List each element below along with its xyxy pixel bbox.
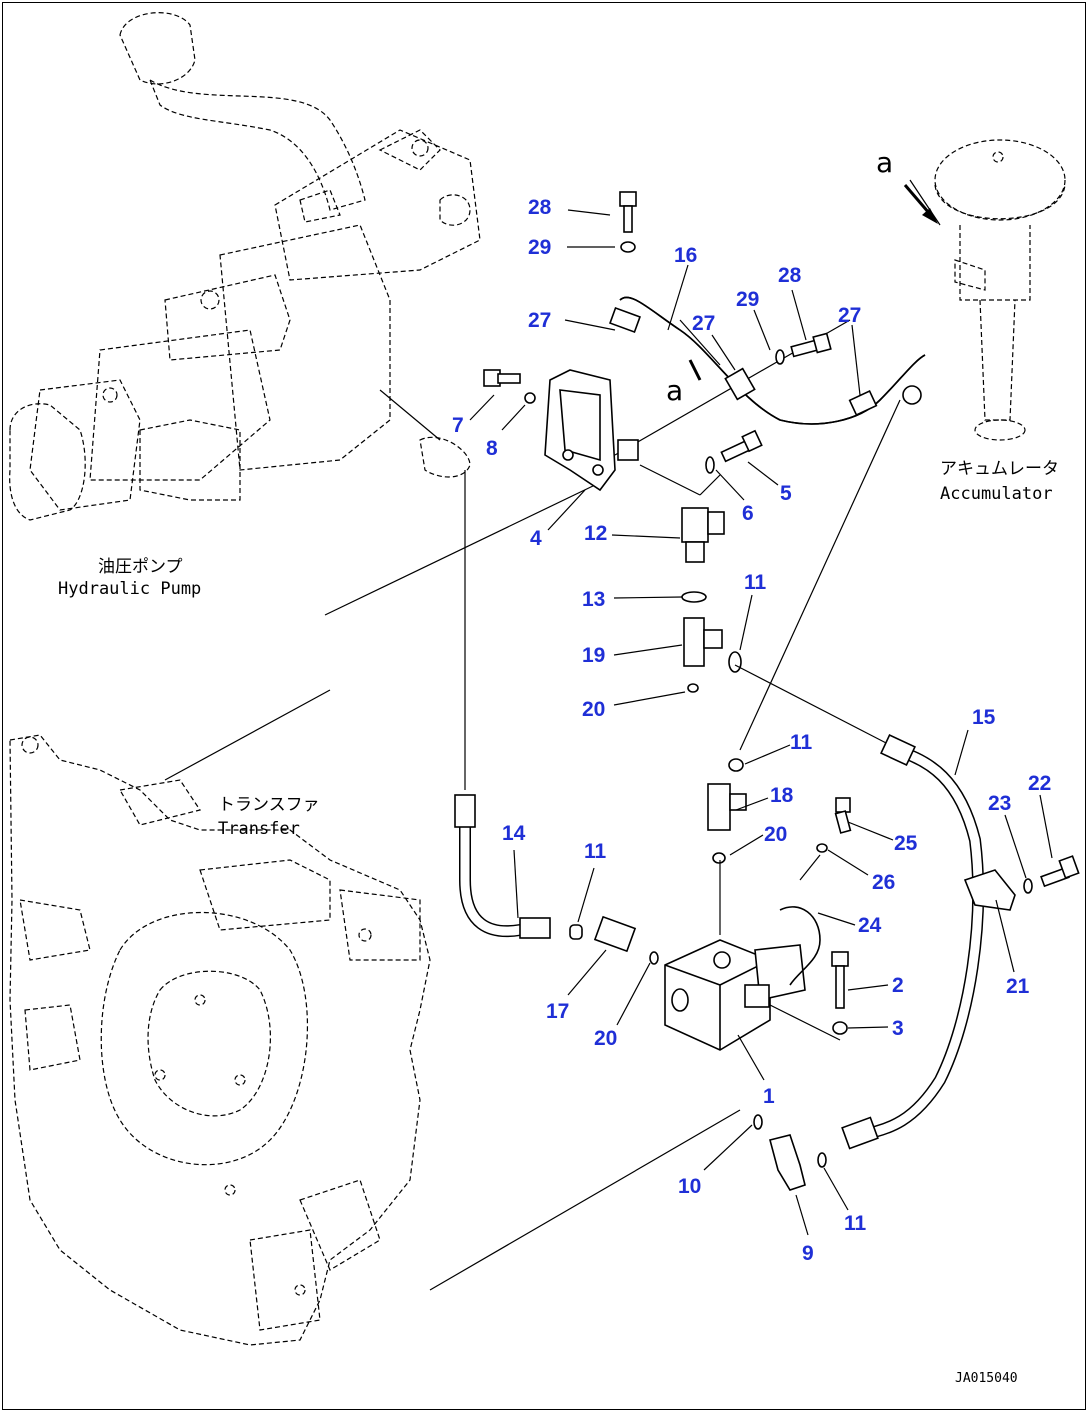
accumulator-label-jp: アキュムレータ	[940, 459, 1059, 479]
callout-numbers: 28 29 16 28 29 27 27 27 7 8 5 6 4 12 11 …	[452, 196, 1051, 1265]
callout-13: 13	[582, 588, 605, 611]
callout-18: 18	[770, 784, 794, 807]
callout-5: 5	[780, 482, 792, 505]
callout-23: 23	[988, 792, 1011, 815]
transfer-drawing	[9, 734, 431, 1346]
callout-19: 19	[582, 644, 605, 667]
callout-16: 16	[674, 244, 697, 267]
callout-3: 3	[892, 1017, 904, 1040]
callout-11: 11	[584, 840, 607, 863]
callout-11: 11	[790, 731, 813, 754]
callout-20: 20	[582, 698, 605, 721]
hydraulic-pump-label-en: Hydraulic Pump	[58, 579, 201, 599]
drawing-code: JA015040	[955, 1371, 1018, 1386]
hydraulic-pump-drawing	[9, 12, 481, 521]
callout-11: 11	[744, 571, 767, 594]
view-a-label-top: a	[876, 146, 893, 179]
callout-8: 8	[486, 437, 498, 460]
callout-9: 9	[802, 1242, 814, 1265]
callout-4: 4	[530, 527, 542, 550]
accumulator-drawing	[934, 139, 1066, 441]
callout-6: 6	[742, 502, 754, 525]
callout-29: 29	[736, 288, 759, 311]
callout-27: 27	[692, 312, 715, 335]
callout-28: 28	[528, 196, 552, 219]
parts	[454, 184, 1080, 1191]
callout-25: 25	[894, 832, 918, 855]
callout-12: 12	[584, 522, 607, 545]
callout-20: 20	[764, 823, 787, 846]
callout-1: 1	[763, 1085, 775, 1108]
accumulator-label-en: Accumulator	[940, 484, 1053, 504]
transfer-label-jp: トランスファ	[218, 795, 320, 815]
callout-11: 11	[844, 1212, 867, 1235]
view-a-label-mid: a	[666, 374, 683, 407]
component-labels: 油圧ポンプ Hydraulic Pump トランスファ Transfer アキュ…	[58, 146, 1059, 1386]
callout-leaders	[469, 209, 1053, 1236]
callout-28: 28	[778, 264, 802, 287]
callout-27: 27	[838, 304, 861, 327]
hydraulic-pump-label-jp: 油圧ポンプ	[98, 557, 183, 577]
callout-22: 22	[1028, 772, 1051, 795]
callout-27: 27	[528, 309, 551, 332]
transfer-label-en: Transfer	[218, 819, 300, 839]
callout-26: 26	[872, 871, 895, 894]
callout-2: 2	[892, 974, 904, 997]
callout-10: 10	[678, 1175, 701, 1198]
callout-21: 21	[1006, 975, 1030, 998]
callout-14: 14	[502, 822, 526, 845]
callout-17: 17	[546, 1000, 569, 1023]
callout-15: 15	[972, 706, 996, 729]
callout-24: 24	[858, 914, 882, 937]
callout-29: 29	[528, 236, 551, 259]
callout-20: 20	[594, 1027, 617, 1050]
callout-7: 7	[452, 414, 464, 437]
